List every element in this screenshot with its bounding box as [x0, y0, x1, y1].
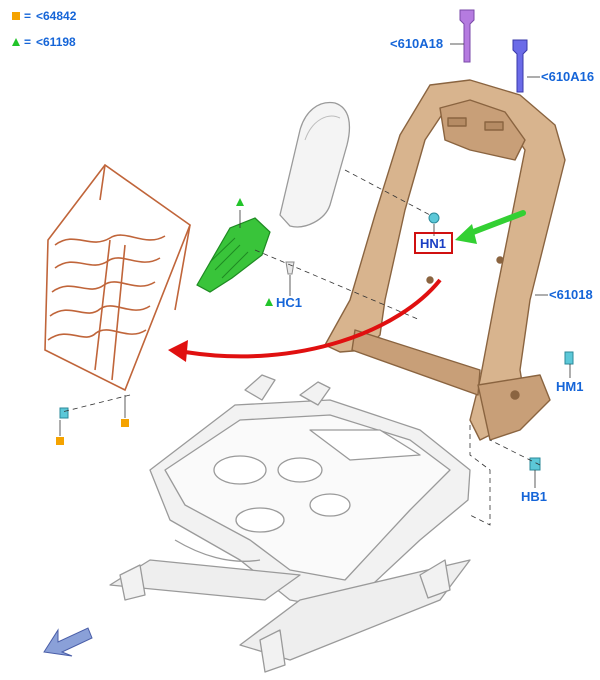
label-hm1: HM1 — [556, 379, 583, 394]
head-restraint — [279, 101, 351, 228]
clip-hn1 — [428, 212, 440, 224]
clip-spring — [59, 407, 69, 419]
red-curved-arrow — [168, 278, 442, 362]
leader-lines — [59, 43, 571, 526]
seat-cushion-base — [109, 374, 471, 673]
legend-value-2: <61198 — [36, 35, 76, 49]
label-610a16: <610A16 — [541, 69, 594, 84]
legend: = <64842 = <61198 — [12, 9, 77, 49]
legend-eq-1: = — [24, 9, 31, 23]
label-hc1: HC1 — [276, 295, 302, 310]
seat-back-spring-mat — [44, 163, 191, 392]
label-61018: <61018 — [549, 287, 593, 302]
square-marker-clip — [56, 437, 64, 445]
green-bracket — [196, 217, 271, 293]
clip-hm1 — [564, 351, 574, 365]
clip-hc1 — [285, 261, 295, 275]
legend-value-1: <64842 — [36, 9, 77, 23]
seat-back-frame — [324, 79, 566, 441]
legend-square-icon — [12, 12, 20, 20]
arrow-down-left-icon[interactable] — [43, 627, 93, 657]
bolt-610a18 — [459, 9, 475, 63]
hn1-highlight-box — [414, 232, 453, 254]
label-610a18: <610A18 — [390, 36, 443, 51]
label-hn1: HN1 — [420, 236, 446, 251]
bolt-610a16 — [512, 39, 528, 93]
label-hb1: HB1 — [521, 489, 547, 504]
triangle-marker-bracket — [236, 198, 244, 206]
square-marker-spring — [121, 419, 129, 427]
legend-eq-2: = — [24, 35, 31, 49]
legend-triangle-icon — [12, 38, 20, 46]
green-pointer-arrow — [455, 210, 526, 244]
triangle-marker-hc1 — [265, 298, 273, 306]
